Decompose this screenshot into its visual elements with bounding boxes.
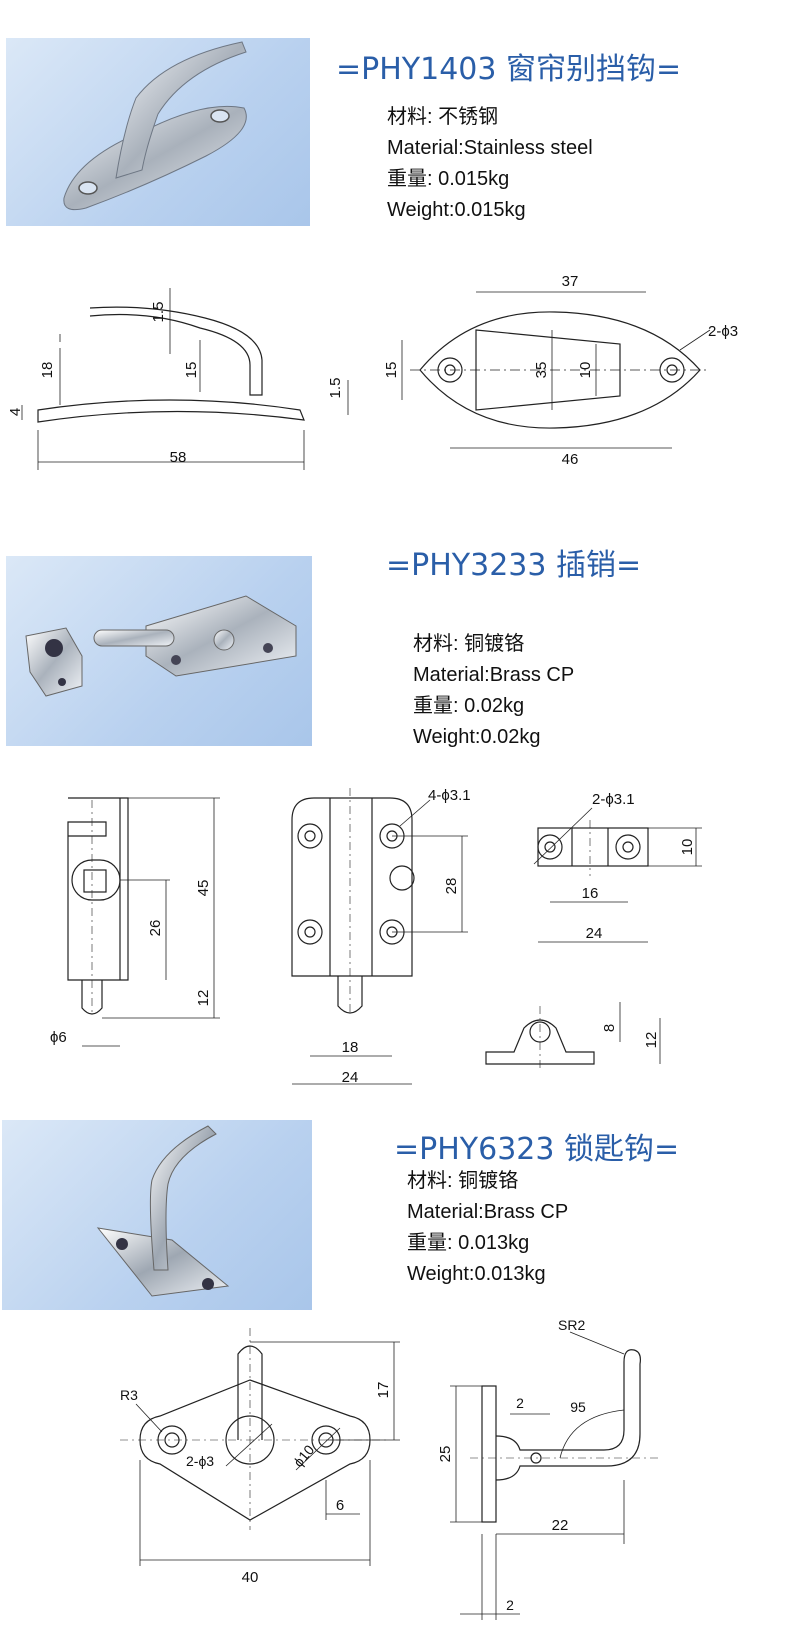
dim-2-phi3-1: 2-ϕ3.1 xyxy=(592,791,635,808)
product-3-front-drawing: R3 17 2-ϕ3 ϕ10 6 40 xyxy=(120,1328,400,1586)
dim-2-bottom: 2 xyxy=(506,1597,514,1613)
product-2-side-drawing: 45 26 12 ϕ6 xyxy=(50,797,220,1047)
dim-2-top: 2 xyxy=(516,1395,524,1411)
dim-18: 18 xyxy=(39,362,56,379)
spec-weight-en: Weight:0.02kg xyxy=(413,726,541,748)
product-1-top-drawing: 37 2-ϕ3 15 35 10 46 xyxy=(383,273,738,468)
latch-hook-photo-illustration xyxy=(63,41,247,211)
spec-weight-cn: 重量: 0.013kg xyxy=(407,1232,530,1254)
dim-16: 16 xyxy=(582,885,599,902)
dim-22: 22 xyxy=(552,1517,569,1534)
dim-2-phi3: 2-ϕ3 xyxy=(708,323,738,340)
dim-2-phi3: 2-ϕ3 xyxy=(186,1453,214,1469)
product-3-specs: 材料: 铜镀铬 Material:Brass CP 重量: 0.013kg We… xyxy=(407,1166,568,1290)
dim-45: 45 xyxy=(195,880,212,897)
product-2-front-drawing: 4-ϕ3.1 28 18 24 xyxy=(291,787,471,1086)
dim-17: 17 xyxy=(375,1382,392,1399)
dim-10: 10 xyxy=(679,839,696,856)
dim-58: 58 xyxy=(170,449,187,466)
product-2-keeper-drawing: 2-ϕ3.1 10 16 24 8 12 xyxy=(485,791,702,1070)
spec-weight-cn: 重量: 0.02kg xyxy=(413,695,525,717)
dim-18: 18 xyxy=(342,1039,359,1056)
product-2-title: =PHY3233 插销= xyxy=(386,548,642,583)
dim-24: 24 xyxy=(342,1069,359,1086)
spec-material-cn: 材料: 铜镀铬 xyxy=(413,633,525,655)
dim-6: 6 xyxy=(336,1497,344,1514)
product-3-title: =PHY6323 锁匙钩= xyxy=(394,1132,680,1167)
dim-28: 28 xyxy=(443,878,460,895)
bolt-latch-photo-illustration xyxy=(25,595,297,697)
dim-sr2: SR2 xyxy=(558,1317,585,1333)
spec-material-en: Material:Stainless steel xyxy=(387,137,593,159)
spec-material-cn: 材料: 不锈钢 xyxy=(387,106,499,128)
dim-25: 25 xyxy=(437,1446,454,1463)
product-3-side-drawing: SR2 2 95 25 22 2 xyxy=(437,1317,660,1620)
dim-12: 12 xyxy=(195,990,212,1007)
dim-15: 15 xyxy=(183,362,200,379)
dim-95: 95 xyxy=(570,1399,586,1415)
spec-weight-en: Weight:0.015kg xyxy=(387,199,526,221)
dim-40: 40 xyxy=(242,1569,259,1586)
dim-phi6: ϕ6 xyxy=(50,1029,67,1046)
product-1-side-drawing: 1.5 18 15 4 1.5 58 xyxy=(7,288,349,470)
dim-12: 12 xyxy=(643,1032,660,1049)
spec-weight-en: Weight:0.013kg xyxy=(407,1263,546,1285)
dim-37: 37 xyxy=(562,273,579,290)
dim-10: 10 xyxy=(577,362,594,379)
product-3-photo xyxy=(2,1120,312,1310)
spec-material-cn: 材料: 铜镀铬 xyxy=(407,1170,519,1192)
dim-r3: R3 xyxy=(120,1387,138,1403)
dim-15-top: 15 xyxy=(383,362,400,379)
dim-46: 46 xyxy=(562,451,579,468)
dim-1-5-top: 1.5 xyxy=(150,302,167,323)
dim-26: 26 xyxy=(147,920,164,937)
product-2-photo xyxy=(6,556,312,746)
product-1-specs: 材料: 不锈钢 Material:Stainless steel 重量: 0.0… xyxy=(387,102,593,226)
spec-material-en: Material:Brass CP xyxy=(407,1201,569,1223)
dim-24: 24 xyxy=(586,925,603,942)
product-2-specs: 材料: 铜镀铬 Material:Brass CP 重量: 0.02kg Wei… xyxy=(413,629,574,753)
key-hook-photo-illustration xyxy=(96,1125,230,1297)
spec-weight-cn: 重量: 0.015kg xyxy=(387,168,510,190)
dim-8: 8 xyxy=(601,1024,618,1032)
dim-4-phi3-1: 4-ϕ3.1 xyxy=(428,787,471,804)
dim-35: 35 xyxy=(533,362,550,379)
product-1-title: =PHY1403 窗帘别挡钩= xyxy=(336,52,682,87)
dim-4: 4 xyxy=(7,408,24,416)
product-1-photo xyxy=(6,38,310,226)
spec-material-en: Material:Brass CP xyxy=(413,664,575,686)
dim-1-5-right: 1.5 xyxy=(327,378,344,399)
